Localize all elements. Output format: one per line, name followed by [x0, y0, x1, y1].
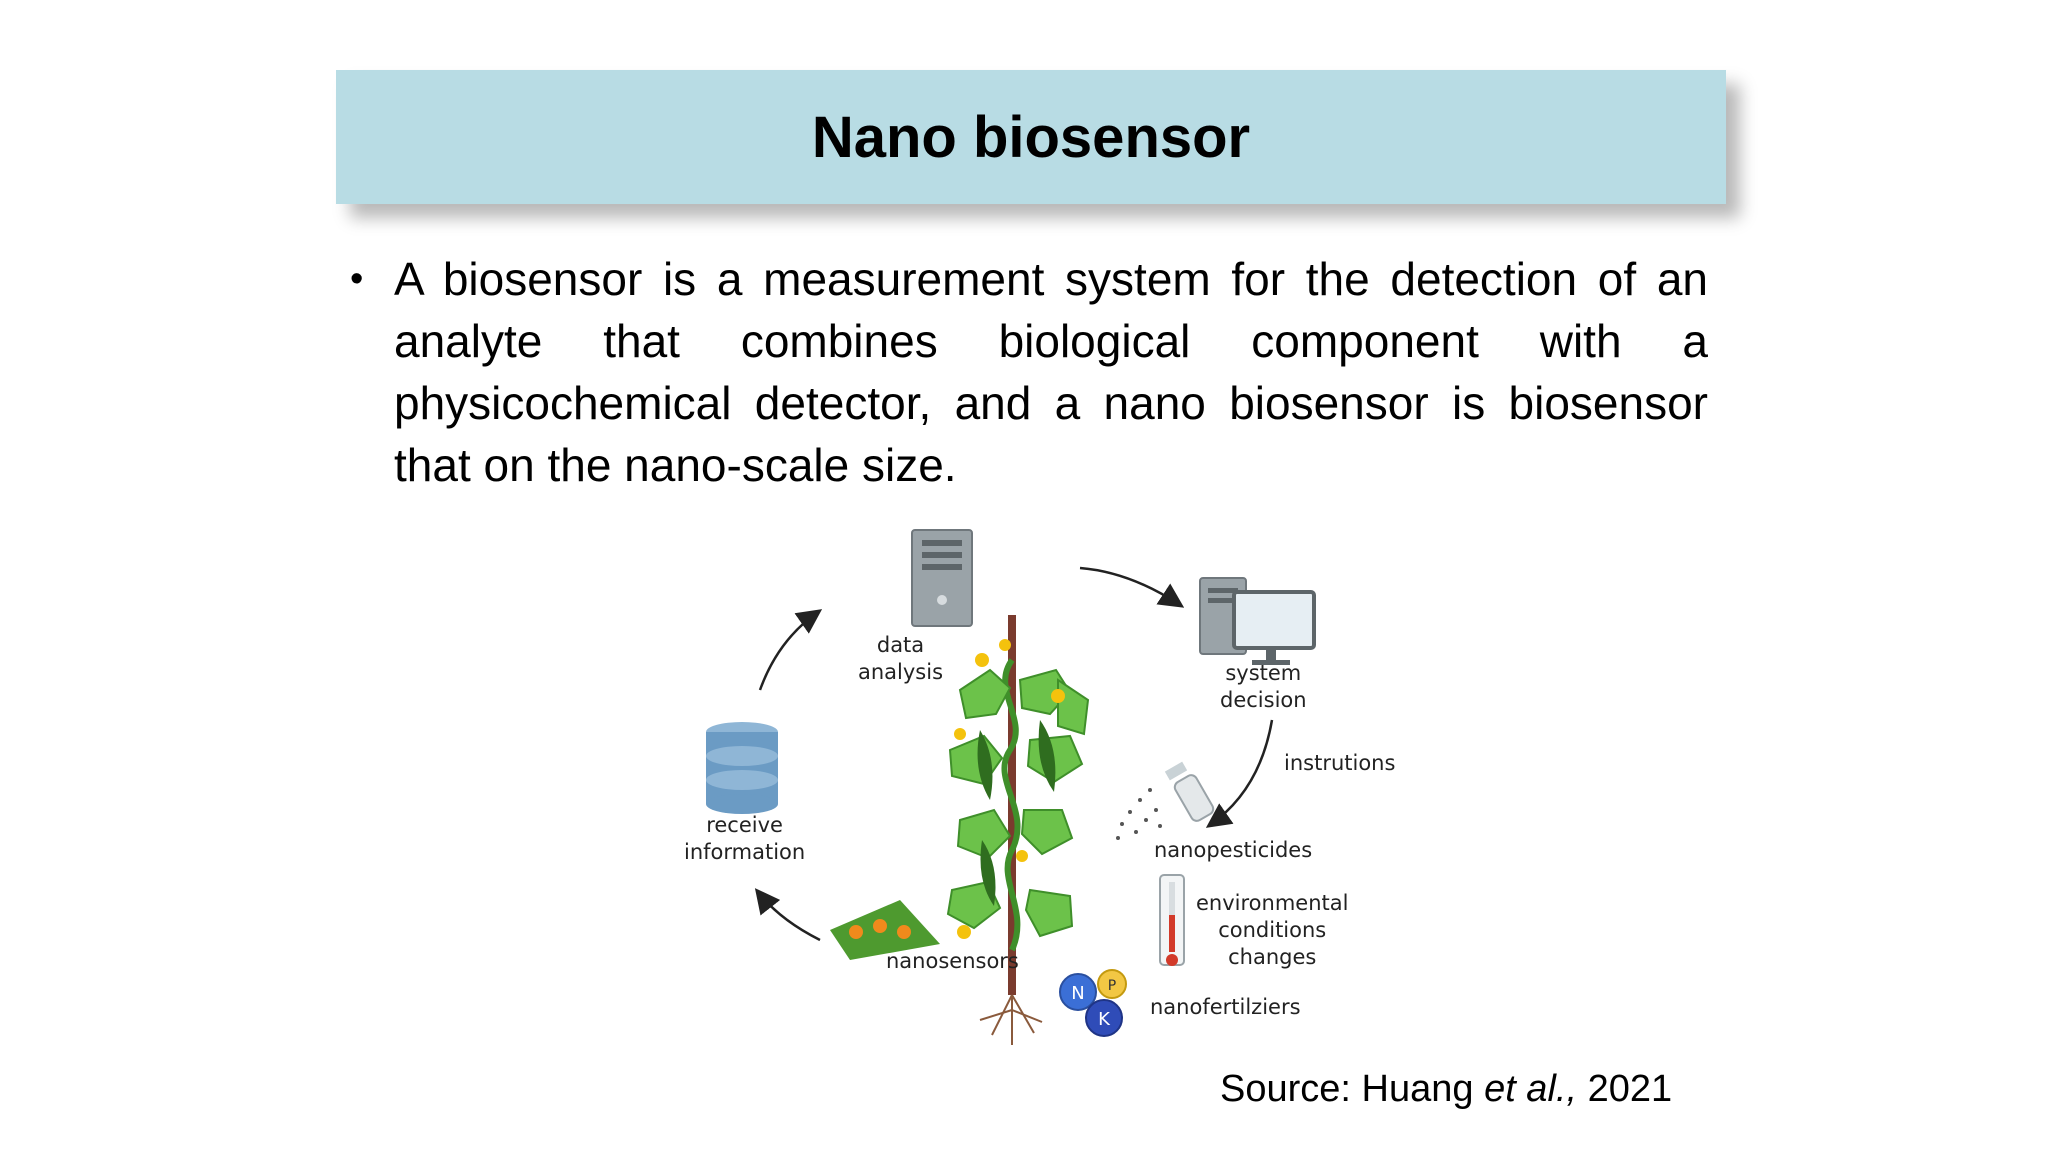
label-nanofertilziers: nanofertilziers: [1150, 995, 1301, 1019]
source-italic: et al.,: [1484, 1068, 1578, 1110]
npk-icon: N P K: [1059, 969, 1127, 1037]
thermometer-icon: [1159, 874, 1185, 966]
label-data-analysis: data analysis: [858, 633, 944, 684]
label-nanopesticides: nanopesticides: [1154, 838, 1313, 862]
source-year: 2021: [1577, 1068, 1673, 1110]
nanosensor-patch: [830, 900, 940, 960]
label-system-decision: system decision: [1220, 661, 1307, 712]
plant-icon: [946, 615, 1090, 1045]
spray-bottle-icon: [1164, 761, 1215, 822]
computer-monitor-icon: [1199, 577, 1316, 665]
database-icon: [706, 722, 778, 814]
label-environmental-conditions: environmental conditions changes: [1196, 891, 1349, 969]
source-citation: Source: Huang et al., 2021: [1220, 1068, 1672, 1111]
slide-title: Nano biosensor: [811, 104, 1251, 170]
nutrient-p: P: [1108, 978, 1116, 994]
label-instrutions: instrutions: [1284, 751, 1396, 775]
bullet-text: A biosensor is a measurement system for …: [394, 253, 1708, 491]
nano-biosensor-diagram: N P K data analysis system decision inst…: [660, 520, 1420, 1060]
source-prefix: Source: Huang: [1220, 1068, 1485, 1110]
nutrient-k: K: [1098, 1009, 1111, 1030]
nutrient-n: N: [1071, 983, 1084, 1004]
title-bar: Nano biosensor: [336, 70, 1726, 204]
arrow-decision-to-instructions: [1205, 719, 1274, 828]
arrow-nanosensors-to-receive: [754, 888, 821, 942]
bullet-item: • A biosensor is a measurement system fo…: [350, 248, 1712, 496]
spray-mist: [1116, 788, 1162, 840]
bullet-marker: •: [350, 258, 364, 300]
label-nanosensors: nanosensors: [886, 949, 1019, 973]
server-icon: [911, 529, 973, 627]
diagram-graphics: N P K: [706, 529, 1316, 1045]
arrow-receive-to-analysis: [758, 609, 823, 691]
arrow-analysis-to-decision: [1079, 566, 1185, 608]
label-receive-information: receive information: [684, 813, 806, 864]
